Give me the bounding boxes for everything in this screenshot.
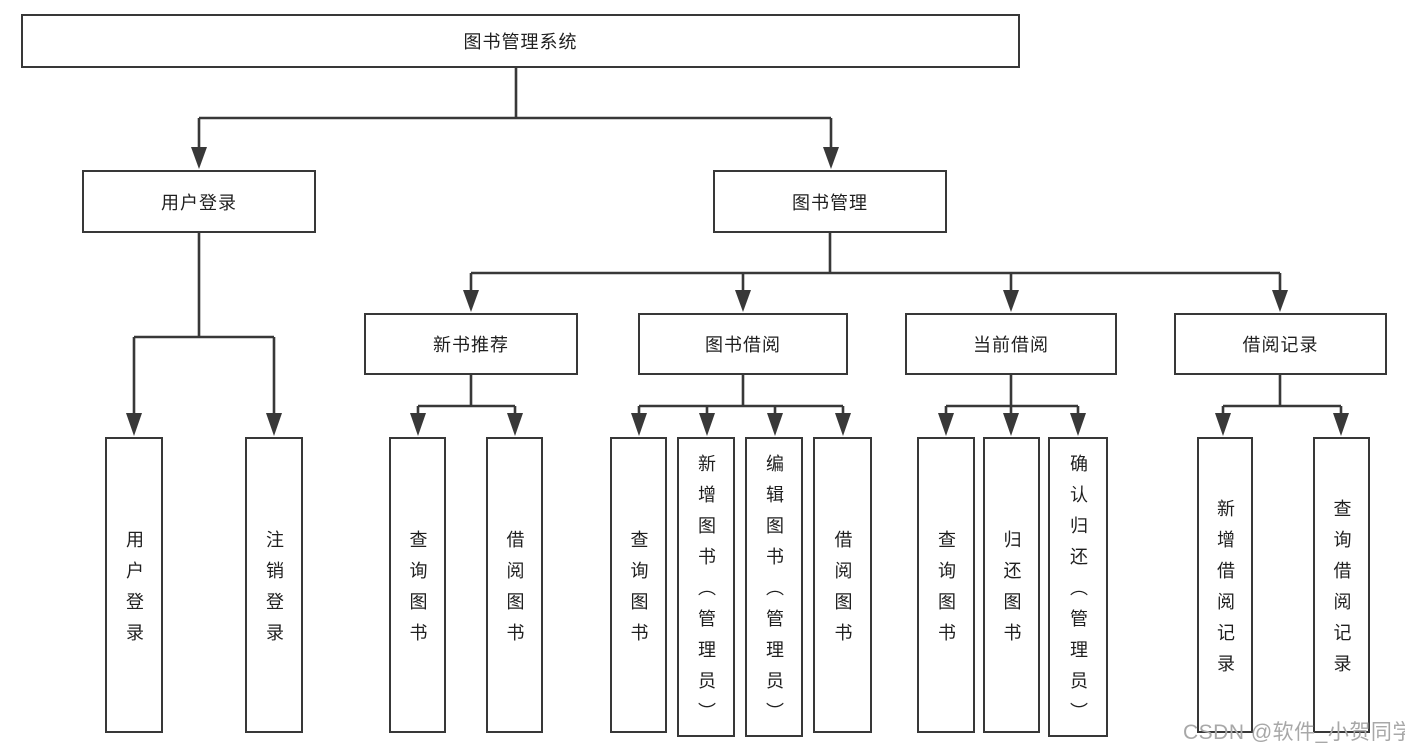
arrow-down-icon (1333, 413, 1349, 436)
connector-user-login-to-leaves (126, 233, 282, 436)
arrow-down-icon (1003, 413, 1019, 436)
leaf-label: 注销登录 (264, 529, 284, 654)
connector-root-to-level2 (191, 68, 839, 169)
leaf-label: 编辑图书（管理员） (764, 454, 784, 733)
node-label: 图书管理 (792, 192, 868, 213)
node-label: 图书借阅 (705, 335, 781, 355)
arrow-down-icon (835, 413, 851, 436)
arrow-down-icon (938, 413, 954, 436)
node-book-borrowing: 图书借阅 (638, 313, 848, 375)
leaf-borrow-books-recommend: 借阅图书 (486, 437, 543, 733)
node-borrowing-records: 借阅记录 (1174, 313, 1387, 375)
arrow-down-icon (631, 413, 647, 436)
leaf-borrow-books: 借阅图书 (813, 437, 872, 733)
leaf-query-borrow-record: 查询借阅记录 (1313, 437, 1370, 733)
arrow-down-icon (266, 413, 282, 436)
arrow-down-icon (410, 413, 426, 436)
node-label: 借阅记录 (1242, 335, 1319, 355)
leaf-label: 新增图书（管理员） (696, 454, 716, 733)
arrow-down-icon (191, 147, 207, 169)
leaf-label: 归还图书 (1001, 529, 1022, 654)
arrow-down-icon (1003, 290, 1019, 312)
arrow-down-icon (767, 413, 783, 436)
leaf-label: 查询图书 (628, 529, 649, 654)
node-label: 用户登录 (161, 192, 237, 213)
arrow-down-icon (507, 413, 523, 436)
connector-book-management-to-level3 (463, 233, 1288, 312)
connector-current-borrowing-to-leaves (938, 375, 1086, 436)
arrow-down-icon (1215, 413, 1231, 436)
arrow-down-icon (699, 413, 715, 436)
node-label: 新书推荐 (433, 335, 509, 355)
connector-book-borrowing-to-leaves (631, 375, 851, 436)
node-label: 图书管理系统 (463, 32, 578, 52)
leaf-add-borrow-record: 新增借阅记录 (1197, 437, 1253, 733)
arrow-down-icon (735, 290, 751, 312)
leaf-query-books-recommend: 查询图书 (389, 437, 446, 733)
leaf-label: 借阅图书 (832, 529, 853, 654)
leaf-edit-book-admin: 编辑图书（管理员） (745, 437, 803, 737)
leaf-query-books-current: 查询图书 (917, 437, 975, 733)
leaf-add-book-admin: 新增图书（管理员） (677, 437, 735, 737)
leaf-label: 查询图书 (407, 529, 428, 654)
leaf-label: 用户登录 (124, 529, 144, 654)
node-new-book-recommend: 新书推荐 (364, 313, 578, 375)
node-book-management: 图书管理 (713, 170, 947, 233)
arrow-down-icon (823, 147, 839, 169)
node-user-login: 用户登录 (82, 170, 316, 233)
arrow-down-icon (463, 290, 479, 312)
connector-borrowing-records-to-leaves (1215, 375, 1349, 436)
arrow-down-icon (1070, 413, 1086, 436)
leaf-logout: 注销登录 (245, 437, 303, 733)
node-root-system: 图书管理系统 (21, 14, 1020, 68)
leaf-label: 查询借阅记录 (1331, 498, 1352, 685)
leaf-query-books-borrowing: 查询图书 (610, 437, 667, 733)
connector-new-book-recommend-to-leaves (410, 375, 523, 436)
leaf-label: 确认归还（管理员） (1068, 454, 1088, 733)
leaf-label: 借阅图书 (504, 529, 525, 654)
leaf-label: 新增借阅记录 (1215, 498, 1235, 685)
leaf-label: 查询图书 (936, 529, 956, 654)
node-label: 当前借阅 (973, 335, 1049, 355)
csdn-watermark: CSDN @软件_小贺同学 (1183, 721, 1405, 744)
node-current-borrowing: 当前借阅 (905, 313, 1117, 375)
arrow-down-icon (126, 413, 142, 436)
leaf-confirm-return-admin: 确认归还（管理员） (1048, 437, 1108, 737)
leaf-return-books: 归还图书 (983, 437, 1040, 733)
arrow-down-icon (1272, 290, 1288, 312)
leaf-user-login: 用户登录 (105, 437, 163, 733)
